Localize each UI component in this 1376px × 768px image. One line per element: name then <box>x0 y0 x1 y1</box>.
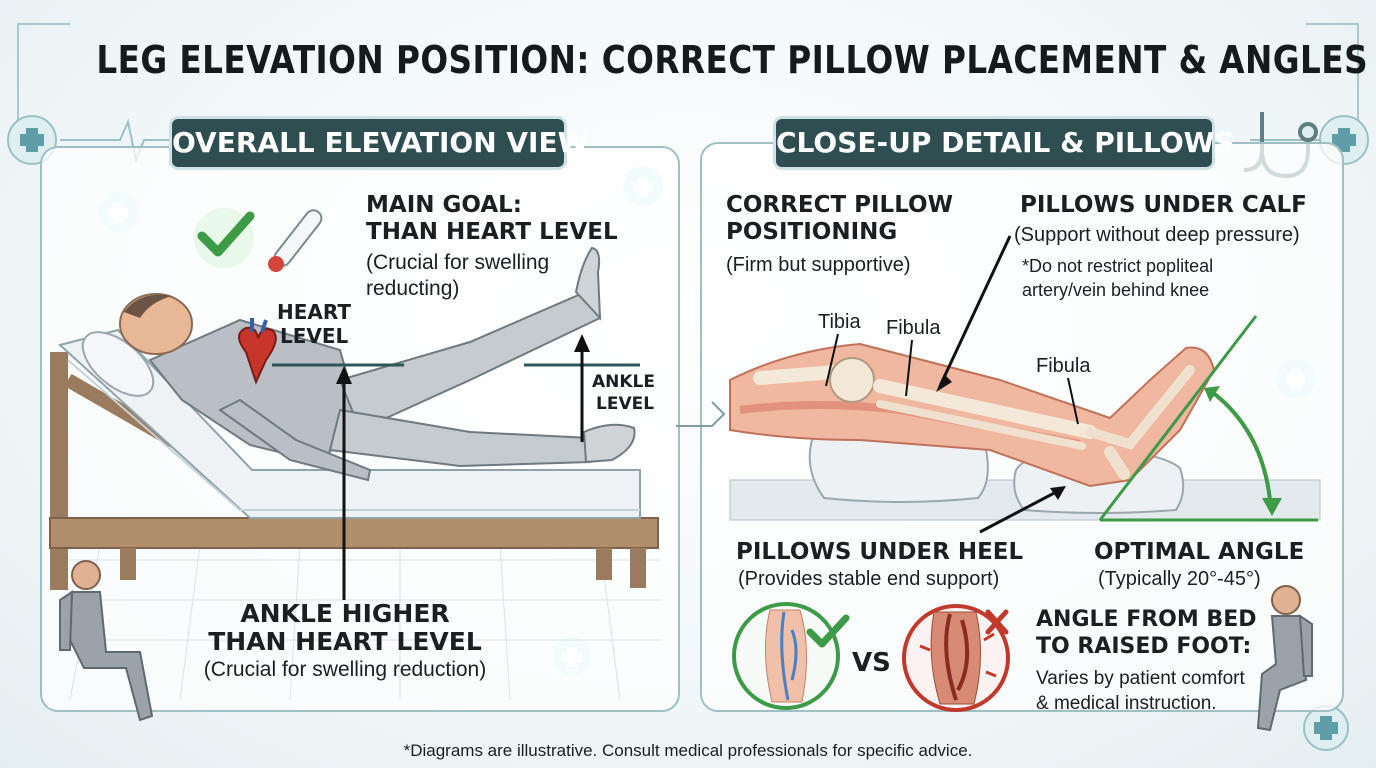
ankle-level-arrow <box>574 334 590 442</box>
main-goal-note-line1: (Crucial for swelling <box>366 251 550 274</box>
correct-positioning-title-line2: POSITIONING <box>726 219 898 245</box>
fibula-label-2: Fibula <box>1036 355 1091 377</box>
heel-pillows-note: (Provides stable end support) <box>738 568 1000 590</box>
knee-joint <box>829 357 875 403</box>
heart-icon <box>238 318 277 385</box>
ankle-higher-note: (Crucial for swelling reduction) <box>203 658 487 681</box>
angle-from-bed-title-line1: ANGLE FROM BED <box>1036 607 1257 632</box>
fibula-pointer-2 <box>1067 377 1079 425</box>
fibula-pointer-1 <box>905 339 913 397</box>
heart-level-label-line2: LEVEL <box>280 324 349 348</box>
tibia-bone <box>873 379 1097 439</box>
calf-pointer <box>938 235 1012 387</box>
calf-pillows-note: (Support without deep pressure) <box>1014 224 1300 246</box>
fibula-label-1: Fibula <box>886 317 941 339</box>
angle-from-bed-note-line2: & medical instruction. <box>1036 693 1217 714</box>
calf-pillows-title: PILLOWS UNDER CALF <box>1020 192 1307 218</box>
popliteal-warning-line1: *Do not restrict popliteal <box>1022 256 1214 276</box>
fibula-bone <box>876 400 1086 450</box>
angle-from-bed-title-line2: TO RAISED FOOT: <box>1036 634 1252 659</box>
optimal-angle-title: OPTIMAL ANGLE <box>1094 539 1305 565</box>
page-title: LEG ELEVATION POSITION: CORRECT PILLOW P… <box>96 38 1369 82</box>
patient-figure <box>119 246 636 482</box>
heel-pointer <box>979 488 1061 534</box>
heart-level-label-line1: HEART <box>277 300 352 324</box>
angle-indicator <box>1098 315 1318 522</box>
close-up-header: CLOSE-UP DETAIL & PILLOWS <box>776 119 1235 167</box>
seated-person-icon <box>1256 585 1313 732</box>
leg-anatomy <box>729 342 1216 488</box>
x-icon <box>985 609 1009 635</box>
check-icon <box>194 208 255 268</box>
ankle-higher-title-line1: ANKLE HIGHER <box>240 599 450 628</box>
healthy-vein-icon <box>732 602 840 710</box>
heart-level-arrow <box>336 366 352 600</box>
main-goal-title-line1: MAIN GOAL: <box>366 192 522 218</box>
ankle-level-label-line1: ANKLE <box>592 372 656 392</box>
optimal-angle-note: (Typically 20°-45°) <box>1098 568 1261 590</box>
popliteal-warning-line2: artery/vein behind knee <box>1022 280 1210 300</box>
check-icon <box>806 614 850 648</box>
vs-label: VS <box>852 648 891 678</box>
tibia-pointer <box>825 333 839 387</box>
mattress <box>57 328 641 519</box>
footer-disclaimer: *Diagrams are illustrative. Consult medi… <box>403 741 973 760</box>
overall-elevation-header: OVERALL ELEVATION VIEW <box>172 119 588 167</box>
thermometer-icon <box>268 209 323 272</box>
medical-cross-icon <box>1303 705 1349 751</box>
correct-positioning-note: (Firm but supportive) <box>726 254 911 276</box>
tibia-label: Tibia <box>818 311 861 333</box>
seated-person-icon <box>59 560 154 722</box>
main-goal-title-line2: THAN HEART LEVEL <box>366 219 618 245</box>
ankle-level-label-line2: LEVEL <box>596 394 655 414</box>
angle-from-bed-note-line1: Varies by patient comfort <box>1036 668 1245 689</box>
bed-frame <box>49 352 659 590</box>
ankle-higher-title-line2: THAN HEART LEVEL <box>208 627 482 656</box>
ankle-higher-block: ANKLE HIGHER THAN HEART LEVEL (Crucial f… <box>180 600 510 684</box>
correct-positioning-title-line1: CORRECT PILLOW <box>726 192 953 218</box>
damaged-vein-icon <box>902 604 1010 712</box>
heel-pillows-title: PILLOWS UNDER HEEL <box>736 539 1024 565</box>
pulse-line-icon <box>60 118 180 164</box>
main-goal-note-line2: reducting) <box>366 277 460 300</box>
